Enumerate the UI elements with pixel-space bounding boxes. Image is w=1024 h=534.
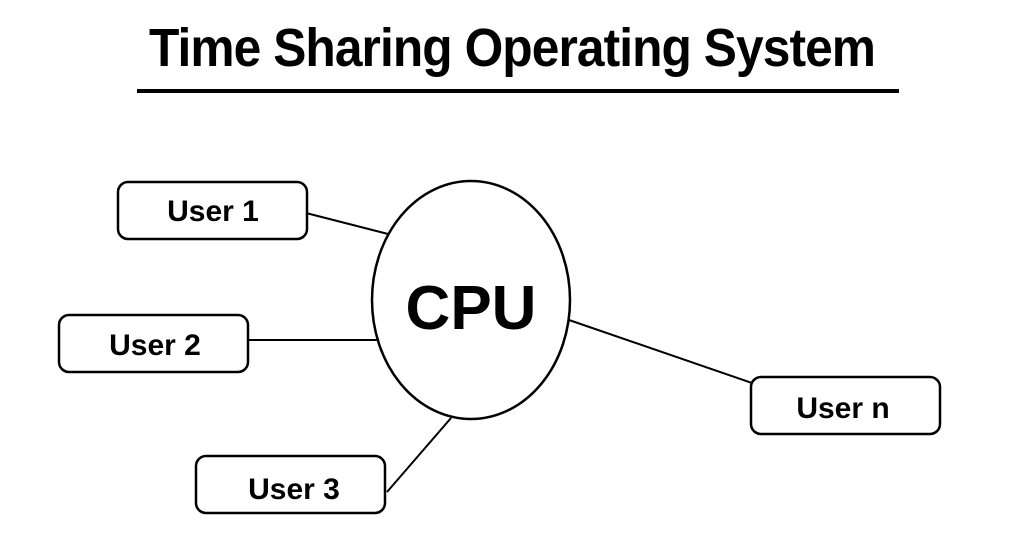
user-2-label: User 2 <box>109 329 201 362</box>
user-1-node: User 1 <box>116 180 309 241</box>
user-2-node: User 2 <box>57 313 250 374</box>
user-2-box <box>57 313 250 374</box>
user-n-box <box>749 375 942 436</box>
user-n-node: User n <box>749 375 942 436</box>
cpu-ellipse <box>370 179 572 421</box>
cpu-label: CPU <box>406 274 537 343</box>
connector-user-n <box>568 319 753 384</box>
user-1-box <box>116 180 309 241</box>
user-n-label: User n <box>796 392 889 425</box>
user-3-label: User 3 <box>248 473 340 506</box>
user-1-label: User 1 <box>167 195 259 228</box>
cpu-node: CPU <box>370 179 572 421</box>
user-3-node: User 3 <box>194 454 387 515</box>
page-title: Time Sharing Operating System <box>148 18 876 78</box>
connector-user-3 <box>386 417 452 493</box>
title-underline <box>137 89 899 93</box>
connector-user-1 <box>305 212 389 235</box>
user-3-box <box>194 454 387 515</box>
